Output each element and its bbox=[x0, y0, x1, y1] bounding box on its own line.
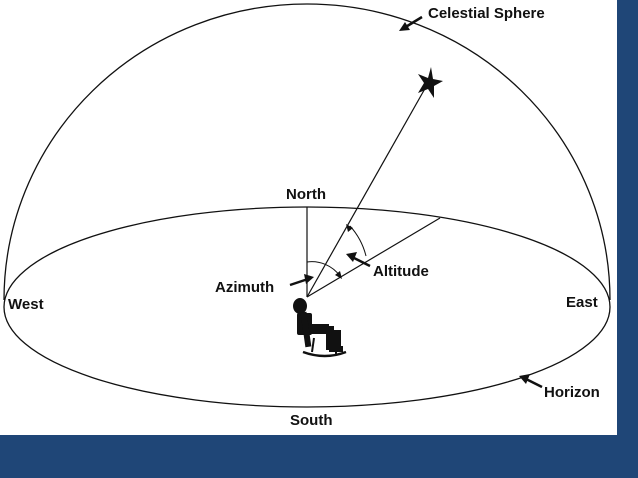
altitude-angle-arc bbox=[349, 225, 367, 257]
celestial-sphere-label: Celestial Sphere bbox=[428, 5, 545, 22]
north-label: North bbox=[286, 186, 326, 203]
star-line bbox=[306, 84, 428, 298]
south-label: South bbox=[290, 412, 333, 429]
observer-rocking-chair-icon bbox=[293, 298, 347, 358]
celestial-sphere-pointer bbox=[399, 15, 423, 31]
diagram-panel: Celestial Sphere North South East West A… bbox=[0, 0, 617, 435]
azimuth-pointer bbox=[289, 274, 314, 287]
celestial-sphere-arc bbox=[3, 3, 611, 301]
altitude-label: Altitude bbox=[373, 263, 429, 280]
altitude-pointer bbox=[346, 252, 371, 268]
azimuth-arc-arrowhead bbox=[335, 271, 342, 279]
horizon-pointer bbox=[519, 374, 543, 389]
azimuth-label: Azimuth bbox=[215, 279, 274, 296]
celestial-sphere-diagram: Celestial Sphere North South East West A… bbox=[3, 3, 611, 429]
projection-line bbox=[306, 217, 441, 298]
star-icon bbox=[418, 67, 443, 98]
horizon-label: Horizon bbox=[544, 384, 600, 401]
west-label: West bbox=[8, 296, 44, 313]
altitude-arc-arrowhead bbox=[346, 224, 353, 232]
east-label: East bbox=[566, 294, 598, 311]
